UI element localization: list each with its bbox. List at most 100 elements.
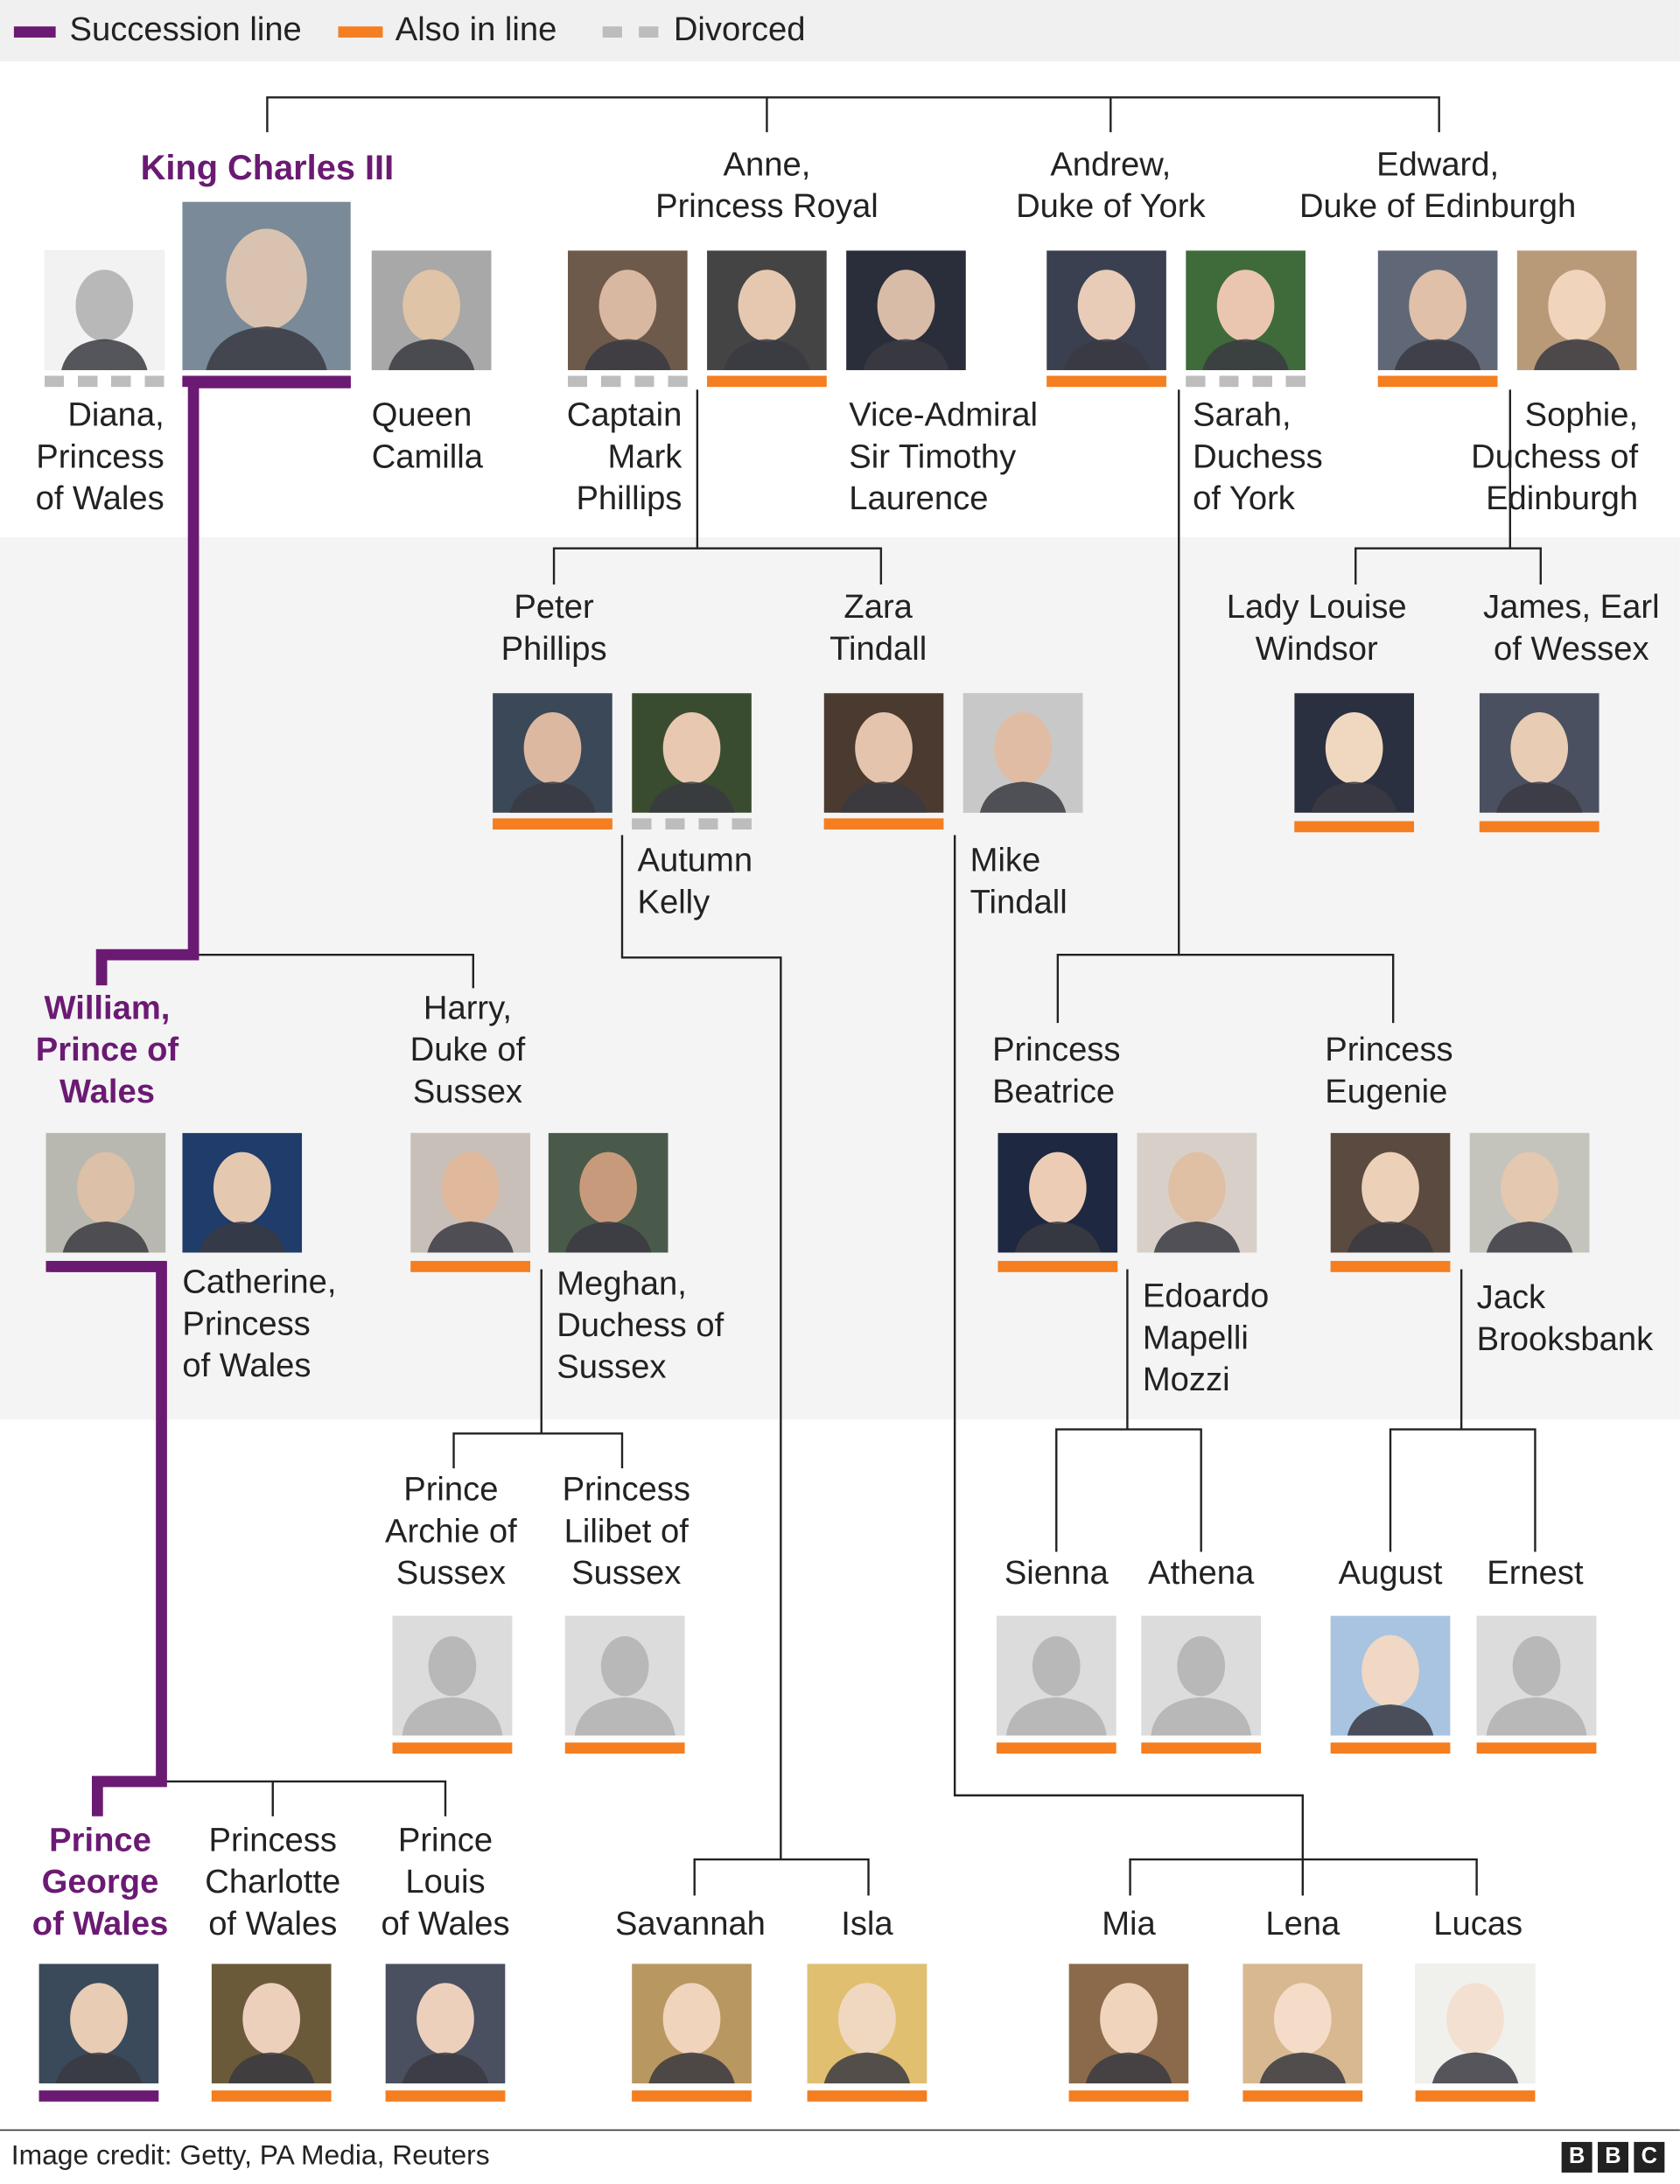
portrait-timothy xyxy=(846,250,966,371)
portrait-edoardo xyxy=(1137,1132,1257,1253)
also-bar-zara xyxy=(823,818,944,830)
footer xyxy=(0,2129,1680,2184)
also-bar-louis xyxy=(385,2090,506,2102)
placeholder-silhouette-icon-lilibet xyxy=(564,1615,685,1736)
placeholder-silhouette-icon-ernest xyxy=(1476,1615,1597,1736)
portrait-beatrice xyxy=(998,1132,1118,1253)
divorced-bar-mark xyxy=(567,375,688,388)
also-bar-savannah xyxy=(632,2090,752,2102)
image-credit: Image credit: Getty, PA Media, Reuters xyxy=(10,2140,490,2172)
bbc-logo-b1: B xyxy=(1561,2141,1592,2173)
placeholder-silhouette-icon-athena xyxy=(1141,1615,1262,1736)
portrait-louis xyxy=(385,1964,506,2084)
placeholder-silhouette-icon-archie xyxy=(392,1615,513,1736)
also-bar-james xyxy=(1479,821,1600,833)
divorced-bar-sarah xyxy=(1186,375,1306,388)
legend-succession: Succession line xyxy=(69,10,302,49)
portrait-harry xyxy=(410,1132,531,1253)
portrait-mark xyxy=(567,250,688,371)
portrait-george xyxy=(38,1964,159,2084)
bbc-logo-b2: B xyxy=(1598,2141,1629,2173)
portrait-sarah xyxy=(1186,250,1306,371)
also-bar-athena xyxy=(1141,1742,1262,1754)
portrait-james xyxy=(1479,693,1600,813)
also-bar-august xyxy=(1330,1742,1451,1754)
label-anne: Anne,Princess Royal xyxy=(655,146,878,226)
also-bar-harry xyxy=(410,1261,531,1272)
portrait-savannah xyxy=(632,1964,752,2084)
also-bar-lena xyxy=(1242,2090,1363,2102)
placeholder-silhouette-icon-sienna xyxy=(996,1615,1116,1736)
portrait-lucas xyxy=(1415,1964,1536,2084)
portrait-autumn xyxy=(632,693,752,813)
also-bar-edward xyxy=(1377,375,1498,388)
also-bar-isla xyxy=(807,2090,928,2102)
also-bar-mia xyxy=(1068,2090,1189,2102)
portrait-william xyxy=(46,1132,166,1253)
portrait-camilla xyxy=(371,250,492,371)
portrait-mike xyxy=(962,693,1083,813)
portrait-zara xyxy=(823,693,944,813)
legend-swatch-divorced-2 xyxy=(639,26,659,38)
also-bar-beatrice xyxy=(998,1261,1118,1272)
label-edward: Edward,Duke of Edinburgh xyxy=(1298,146,1577,226)
also-bar-lilibet xyxy=(564,1742,685,1754)
portrait-isla xyxy=(807,1964,928,2084)
label-lucas: Lucas xyxy=(1433,1905,1523,1943)
portrait-louise xyxy=(1294,693,1415,813)
label-charles: King Charles III xyxy=(140,149,395,188)
label-savannah: Savannah xyxy=(614,1905,766,1943)
label-andrew: Andrew,Duke of York xyxy=(1016,146,1206,226)
also-bar-anne xyxy=(707,375,827,388)
portrait-august xyxy=(1330,1615,1451,1736)
legend-swatch-divorced-1 xyxy=(602,26,622,38)
portrait-sophie xyxy=(1516,250,1637,371)
succession-bar-george xyxy=(38,2090,159,2102)
also-bar-ernest xyxy=(1476,1742,1597,1754)
label-august: August xyxy=(1338,1554,1443,1592)
label-sienna: Sienna xyxy=(1004,1554,1109,1592)
also-bar-archie xyxy=(392,1742,513,1754)
portrait-eugenie xyxy=(1330,1132,1451,1253)
legend-divorced: Divorced xyxy=(673,10,806,49)
legend xyxy=(0,0,1680,61)
generation-band-2 xyxy=(0,536,1680,1420)
also-bar-peter xyxy=(493,818,612,830)
label-mia: Mia xyxy=(1102,1905,1156,1943)
portrait-mia xyxy=(1068,1964,1189,2084)
portrait-lena xyxy=(1242,1964,1363,2084)
divorced-bar-diana xyxy=(44,375,164,388)
also-bar-lucas xyxy=(1415,2090,1536,2102)
also-bar-eugenie xyxy=(1330,1261,1451,1272)
portrait-charlotte xyxy=(211,1964,332,2084)
portrait-jack xyxy=(1469,1132,1590,1253)
also-bar-sienna xyxy=(996,1742,1116,1754)
portrait-andrew xyxy=(1046,250,1166,371)
label-isla: Isla xyxy=(841,1905,893,1943)
legend-swatch-also xyxy=(338,26,383,38)
succession-bar-william xyxy=(46,1261,166,1272)
also-bar-louise xyxy=(1294,821,1415,833)
